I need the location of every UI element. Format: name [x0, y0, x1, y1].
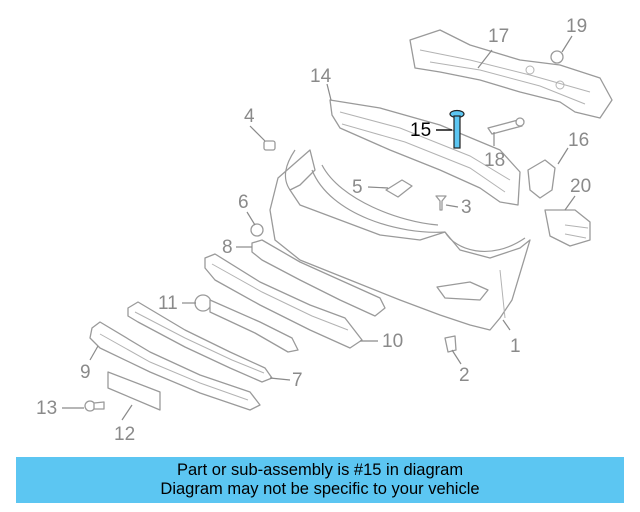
- part-12-plate-bracket: [107, 371, 161, 411]
- part-15-bolt-highlighted: [449, 109, 465, 149]
- part-8-upper-trim: [251, 239, 386, 317]
- part-19-clip: [550, 50, 564, 64]
- part-2-plug: [444, 335, 457, 353]
- part-1-bumper-cover: [269, 149, 531, 331]
- callout-1: 1: [510, 336, 521, 357]
- part-18-push-pin: [487, 117, 525, 135]
- leader-lines: [62, 35, 576, 421]
- callout-17: 17: [488, 26, 509, 47]
- callout-12: 12: [114, 424, 135, 445]
- banner-line-2: Diagram may not be specific to your vehi…: [160, 480, 480, 498]
- callout-19: 19: [566, 16, 587, 37]
- part-16-bracket: [527, 159, 556, 199]
- callout-9: 9: [80, 362, 91, 383]
- callout-5: 5: [352, 177, 363, 198]
- callout-13: 13: [36, 398, 57, 419]
- part-5-cap: [385, 179, 413, 198]
- callout-labels: 14 17 19 16 18 20 4 5 3 6 8 11 10 1 2 7 …: [36, 16, 591, 445]
- banner-line-1: Part or sub-assembly is #15 in diagram: [176, 461, 464, 479]
- part-14-absorber: [329, 99, 521, 206]
- part-7-lower-grille: [127, 301, 273, 383]
- part-4-clip: [263, 140, 276, 151]
- callout-2: 2: [459, 365, 470, 386]
- part-11-fog-trim: [194, 294, 299, 353]
- callout-3: 3: [461, 197, 472, 218]
- callout-8: 8: [222, 237, 233, 258]
- part-17-support-rail: [409, 29, 613, 119]
- parts-diagram: 14 17 19 16 18 20 4 5 3 6 8 11 10 1 2 7 …: [36, 16, 613, 445]
- callout-15-highlighted: 15: [410, 120, 431, 141]
- part-13-bolt: [84, 400, 105, 412]
- callout-11: 11: [158, 293, 178, 314]
- info-banner: Part or sub-assembly is #15 in diagram D…: [16, 457, 624, 503]
- callout-7: 7: [292, 370, 303, 391]
- part-10-lower-trim: [204, 253, 363, 349]
- callout-4: 4: [244, 106, 255, 127]
- callout-20: 20: [570, 176, 591, 197]
- callout-6: 6: [238, 192, 249, 213]
- callout-10: 10: [382, 331, 403, 352]
- callout-16: 16: [568, 130, 589, 151]
- callout-18: 18: [484, 150, 505, 171]
- part-20-sensor: [544, 209, 591, 247]
- part-3-screw: [435, 195, 447, 211]
- part-6-grommet: [250, 223, 264, 237]
- callout-14: 14: [310, 66, 332, 87]
